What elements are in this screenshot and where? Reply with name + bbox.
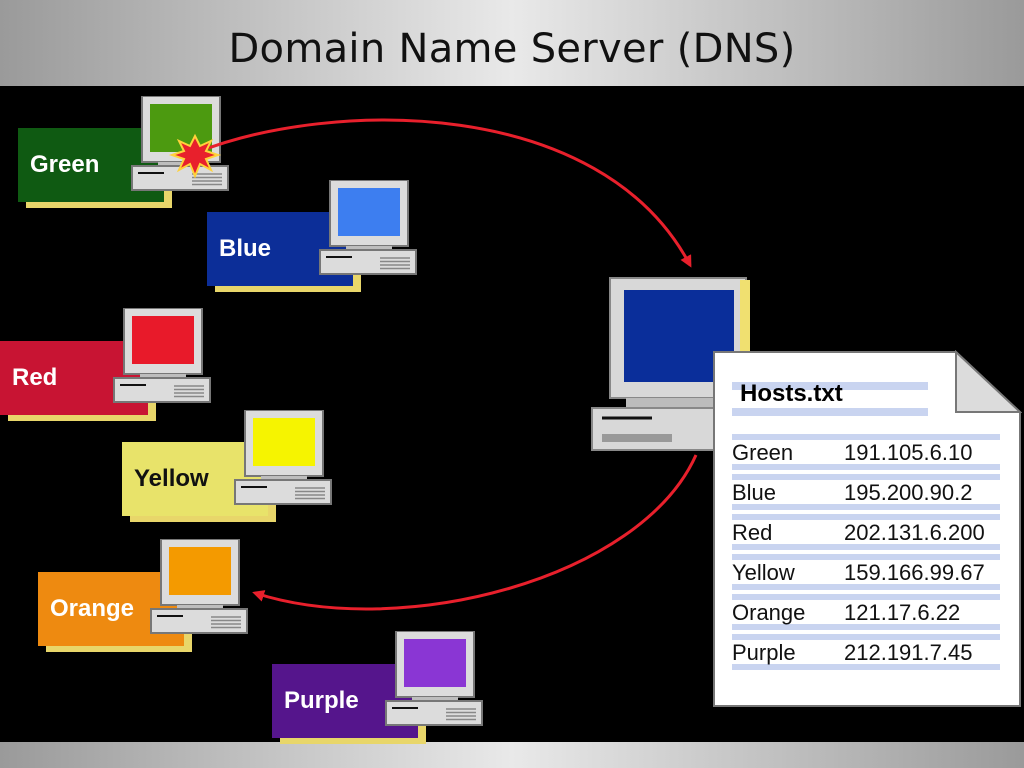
row-ip-address: 121.17.6.22 bbox=[844, 600, 961, 625]
row-stripe bbox=[732, 434, 1000, 440]
host-name-green: Green bbox=[30, 151, 100, 178]
hosts-row-yellow: Yellow 159.166.99.67 bbox=[732, 560, 1016, 585]
row-hostname: Yellow bbox=[732, 560, 795, 585]
row-stripe bbox=[732, 584, 1000, 590]
row-stripe bbox=[732, 594, 1000, 600]
hosts-file-document: Hosts.txt Green 191.105.6.10 Blue 195.20… bbox=[712, 350, 1022, 708]
bottom-strip bbox=[0, 742, 1024, 768]
computer-icon-orange bbox=[150, 539, 248, 634]
hosts-row-blue: Blue 195.200.90.2 bbox=[732, 480, 1016, 505]
row-hostname: Red bbox=[732, 520, 773, 545]
hosts-row-purple: Purple 212.191.7.45 bbox=[732, 640, 1016, 665]
row-hostname: Purple bbox=[732, 640, 796, 665]
computer-icon-green bbox=[131, 96, 229, 191]
page-title: Domain Name Server (DNS) bbox=[228, 26, 796, 72]
host-name-blue: Blue bbox=[219, 235, 272, 262]
monitor-screen bbox=[132, 316, 194, 364]
row-ip-address: 202.131.6.200 bbox=[844, 520, 985, 545]
row-ip-address: 195.200.90.2 bbox=[844, 480, 973, 505]
computer-icon-yellow bbox=[234, 410, 332, 505]
row-stripe bbox=[732, 514, 1000, 520]
row-stripe bbox=[732, 634, 1000, 640]
host-name-yellow: Yellow bbox=[134, 465, 209, 492]
document-page bbox=[713, 350, 1022, 707]
computer-icon-blue bbox=[319, 180, 417, 275]
row-ip-address: 191.105.6.10 bbox=[844, 440, 973, 465]
row-ip-address: 212.191.7.45 bbox=[844, 640, 973, 665]
row-hostname: Orange bbox=[732, 600, 806, 625]
computer-icon-purple bbox=[385, 631, 483, 726]
row-stripe bbox=[732, 554, 1000, 560]
computer-icon-red bbox=[113, 308, 211, 403]
row-stripe bbox=[732, 464, 1000, 470]
host-name-orange: Orange bbox=[50, 595, 135, 622]
row-hostname: Green bbox=[732, 440, 794, 465]
monitor-screen bbox=[253, 418, 315, 466]
hosts-row-green: Green 191.105.6.10 bbox=[732, 440, 1016, 465]
host-name-purple: Purple bbox=[284, 687, 359, 714]
row-hostname: Blue bbox=[732, 480, 777, 505]
row-stripe bbox=[732, 664, 1000, 670]
monitor-screen bbox=[150, 104, 212, 152]
hosts-row-red: Red 202.131.6.200 bbox=[732, 520, 1016, 545]
monitor-screen bbox=[338, 188, 400, 236]
row-stripe bbox=[732, 544, 1000, 550]
title-bar: Domain Name Server (DNS) bbox=[0, 0, 1024, 86]
hosts-row-orange: Orange 121.17.6.22 bbox=[732, 600, 1016, 625]
row-stripe bbox=[732, 624, 1000, 630]
hosts-file-title: Hosts.txt bbox=[740, 380, 843, 407]
row-stripe bbox=[732, 474, 1000, 480]
row-stripe bbox=[732, 504, 1000, 510]
monitor-screen bbox=[169, 547, 231, 595]
monitor-screen bbox=[404, 639, 466, 687]
row-ip-address: 159.166.99.67 bbox=[844, 560, 985, 585]
host-name-red: Red bbox=[12, 364, 58, 391]
